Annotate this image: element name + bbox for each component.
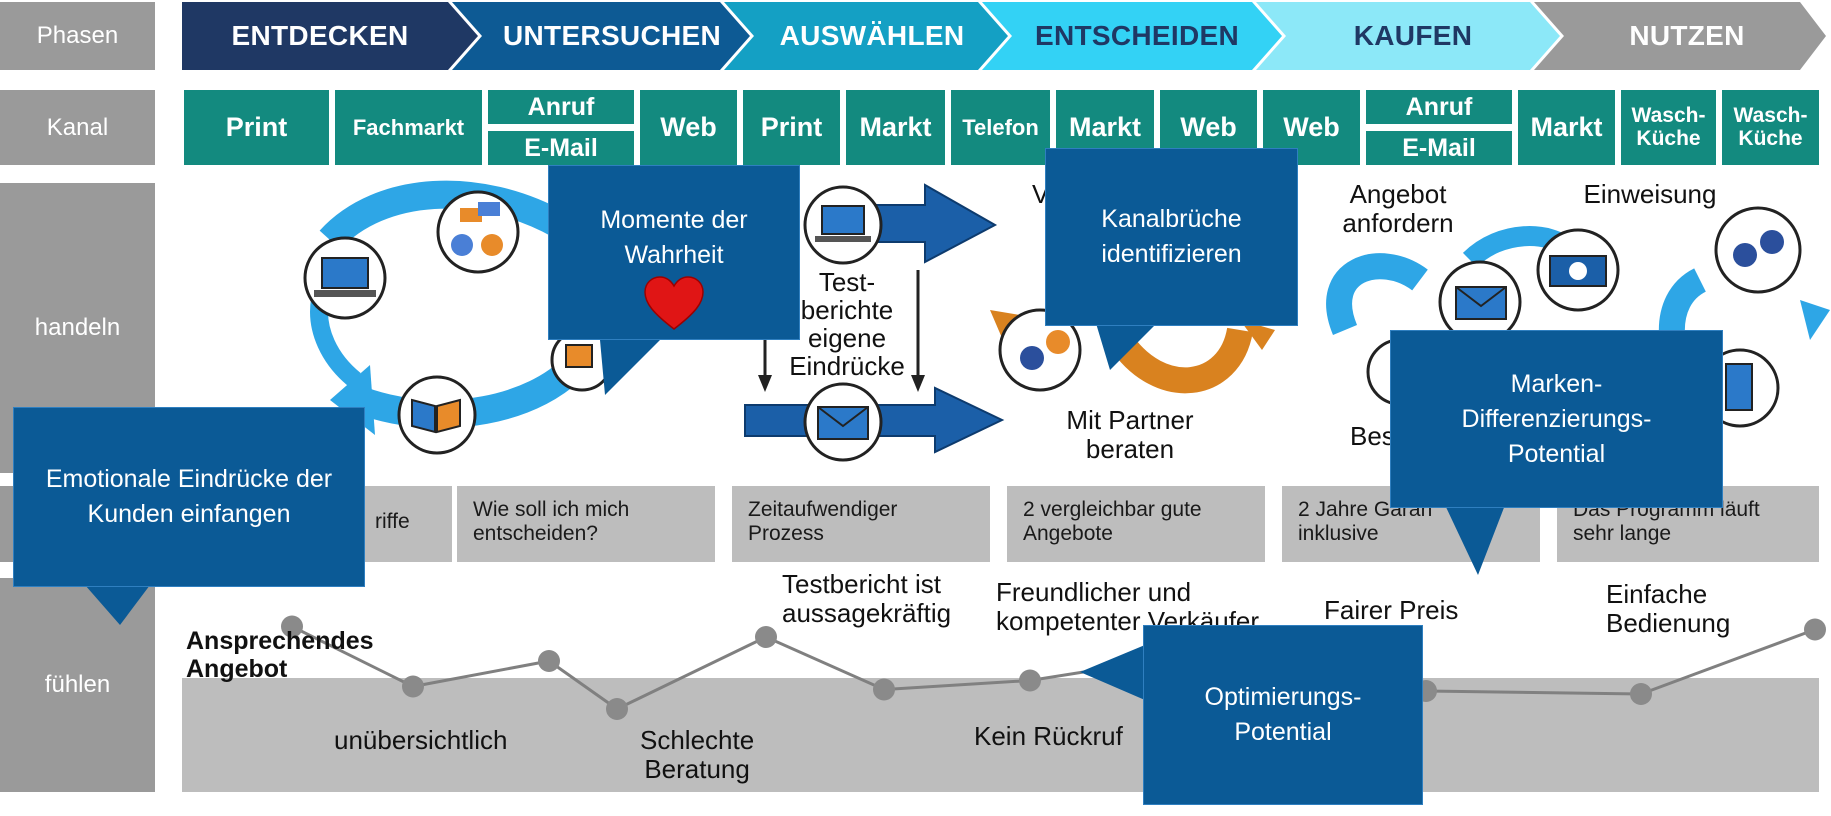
action-bes: Bes <box>1350 421 1395 451</box>
channel-markt-1: Markt <box>846 90 945 165</box>
callout-momente: Momente der Wahrheit <box>548 165 800 340</box>
feel-band <box>182 678 1819 792</box>
feel-label-unuebersichtlich: unübersichtlich <box>334 725 508 755</box>
partner-graphic <box>990 308 1275 394</box>
handeln-illustration <box>303 180 1830 462</box>
feel-point-7 <box>1019 669 1041 692</box>
feel-point-10 <box>1630 683 1652 705</box>
channel-web-1: Web <box>640 90 737 165</box>
laptop-icon-2 <box>803 185 883 265</box>
feel-point-5 <box>755 626 777 648</box>
row-label-fuehlen: fühlen <box>0 578 155 792</box>
feel-point-4 <box>606 698 628 720</box>
feel-label-schlechte: Schlechte Beratung <box>640 725 755 784</box>
callout-momente-text: Momente der Wahrheit <box>600 206 748 269</box>
channel-print-2: Print <box>743 90 840 165</box>
callout-tail-kanal <box>1095 320 1160 370</box>
row-label-phasen: Phasen <box>0 2 155 70</box>
phase-nutzen: NUTZEN <box>1629 20 1745 51</box>
heart-icon <box>644 276 704 330</box>
action-test: Test- berichte eigene Eindrücke <box>789 267 905 382</box>
feel-label-fairer: Fairer Preis <box>1324 595 1459 625</box>
phase-chevron-3 <box>724 2 1008 70</box>
thought-2: Wie soll ich mich entscheiden? <box>457 486 715 562</box>
feel-point-2 <box>402 675 424 698</box>
laptop-orange-icon <box>550 328 614 392</box>
callout-marken: Marken- Differenzierungs- Potential <box>1390 330 1723 508</box>
callout-tail-marken <box>1445 505 1505 575</box>
callout-tail-emotional <box>85 585 150 625</box>
phase-kaufen: KAUFEN <box>1353 20 1473 51</box>
channel-email-2: E-Mail <box>1366 131 1512 165</box>
phase-entscheiden: ENTSCHEIDEN <box>1035 20 1239 51</box>
channel-anruf-2: Anruf <box>1366 90 1512 124</box>
feel-label-ansprechendes: Ansprechendes Angebot <box>186 627 374 683</box>
phase-chevron-5 <box>1256 2 1560 70</box>
callout-emotional: Emotionale Eindrücke der Kunden einfange… <box>13 407 365 587</box>
channel-anruf-1: Anruf <box>488 90 634 124</box>
feel-label-einfache: Einfache Bedienung <box>1606 579 1731 638</box>
thought-4: 2 vergleichbar gute Angebote <box>1007 486 1265 562</box>
money-icon <box>1536 228 1620 312</box>
envelope-icon <box>803 382 883 462</box>
feel-label-testbericht: Testbericht ist aussagekräftig <box>782 569 952 628</box>
channel-email-1: E-Mail <box>488 131 634 165</box>
channel-waschkueche-2: Wasch-Küche <box>1722 90 1819 165</box>
action-partner: Mit Partner beraten <box>1066 405 1194 464</box>
chat-people-icon <box>436 190 520 274</box>
phase-untersuchen: UNTERSUCHEN <box>503 20 721 51</box>
callout-tail-optimierung <box>1080 645 1145 700</box>
channel-markt-3: Markt <box>1518 90 1615 165</box>
phase-entdecken: ENTDECKEN <box>231 20 409 51</box>
phase-chevron-2 <box>452 2 750 70</box>
phase-chevron-6 <box>1534 2 1826 70</box>
feel-point-11 <box>1804 618 1826 641</box>
people-icon <box>1714 206 1802 294</box>
channel-print-1: Print <box>184 90 329 165</box>
book-icon <box>397 375 477 455</box>
row-label-kanal: Kanal <box>0 90 155 165</box>
feel-point-3 <box>538 650 560 672</box>
feel-label-kein: Kein Rückruf <box>974 721 1123 751</box>
action-angebot: Angebot anfordern <box>1342 179 1454 238</box>
channel-waschkueche-1: Wasch-Küche <box>1621 90 1716 165</box>
callout-kanalbrueche: Kanalbrüche identifizieren <box>1045 148 1298 326</box>
feel-point-1 <box>281 615 303 638</box>
feel-point-6 <box>873 678 895 701</box>
callout-tail-momente <box>600 340 660 395</box>
callout-optimierung: Optimierungs- Potential <box>1143 625 1423 805</box>
phase-chevrons <box>182 2 1826 70</box>
thought-3: Zeitaufwendiger Prozess <box>732 486 990 562</box>
laptop-icon <box>303 236 387 320</box>
phase-chevron-4 <box>982 2 1282 70</box>
feel-curve-chart <box>281 615 1826 720</box>
phase-chevron-1 <box>182 2 478 70</box>
phase-auswaehlen: AUSWÄHLEN <box>779 20 965 51</box>
channel-telefon: Telefon <box>951 90 1050 165</box>
action-einweisung: Einweisung <box>1583 179 1717 209</box>
channel-fachmarkt: Fachmarkt <box>335 90 482 165</box>
